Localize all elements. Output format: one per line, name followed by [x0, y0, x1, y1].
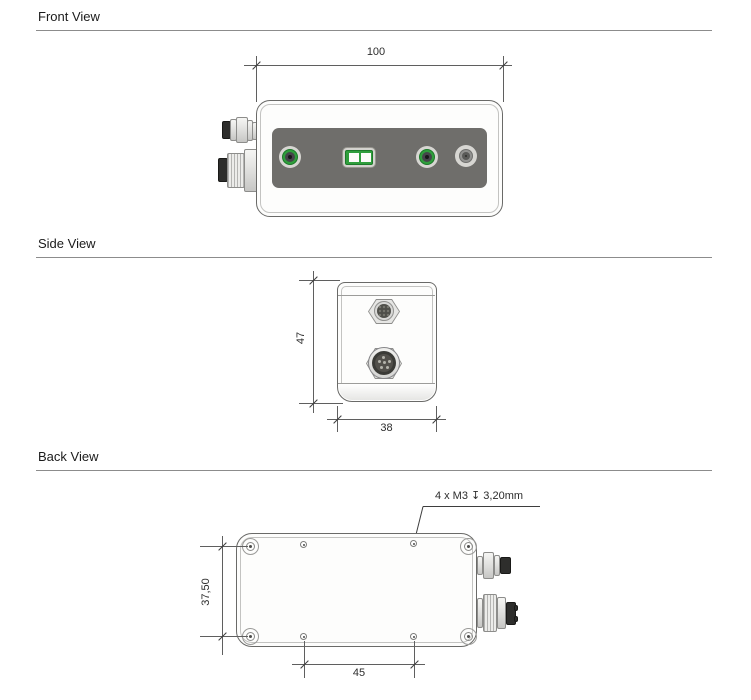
extension-line — [304, 641, 305, 678]
side-view-heading: Side View — [38, 236, 96, 251]
lens-pupil — [288, 155, 292, 159]
m12-threads — [227, 153, 245, 188]
extension-line — [200, 636, 248, 637]
dimension-line — [313, 271, 314, 413]
side-height-label: 47 — [295, 331, 307, 345]
front-width-label: 100 — [366, 46, 386, 58]
leader-shelf — [423, 506, 540, 507]
m12-collar — [497, 597, 506, 629]
m12-pin — [386, 366, 389, 369]
m8-neck — [494, 555, 500, 576]
m8-base — [477, 556, 483, 575]
extension-line — [503, 56, 504, 102]
thread-annotation-label: 4 x M3 ↧ 3,20mm — [434, 490, 524, 502]
screw-head — [464, 632, 473, 641]
side-view-rule — [36, 257, 712, 258]
housing-inner-outline — [260, 104, 499, 213]
device-housing-back — [236, 533, 477, 647]
m12-center-pin — [383, 361, 386, 364]
m12-threads — [483, 594, 497, 632]
m12-base — [477, 598, 483, 628]
m12-lug — [514, 616, 518, 622]
m12-pin — [378, 360, 381, 363]
screw-center — [249, 635, 252, 638]
led-window-1 — [349, 153, 359, 162]
lens-pupil — [425, 155, 429, 159]
screw-head — [464, 542, 473, 551]
extension-line — [414, 641, 415, 678]
screw-center — [467, 635, 470, 638]
led-window-2 — [361, 153, 371, 162]
m12-pin — [388, 360, 391, 363]
back-view-rule — [36, 470, 712, 471]
back-vertical-label: 37,50 — [200, 578, 212, 606]
dimension-line — [327, 419, 446, 420]
housing-bottom-shade — [339, 384, 435, 400]
back-horizontal-label: 45 — [352, 667, 366, 679]
housing-inner-outline — [240, 537, 473, 643]
screw-center — [249, 545, 252, 548]
screw-center — [467, 545, 470, 548]
screw-boss — [460, 538, 477, 555]
hole-center — [303, 636, 305, 638]
back-view-heading: Back View — [38, 449, 99, 464]
dimension-line — [292, 664, 425, 665]
m12-cap — [506, 602, 516, 625]
hole-center — [413, 543, 415, 545]
housing-seam-bottom — [338, 383, 435, 384]
front-view-heading: Front View — [38, 9, 100, 24]
front-view-rule — [36, 30, 712, 31]
extension-line — [200, 546, 248, 547]
housing-seam-top — [338, 295, 435, 296]
m8-cap — [500, 557, 511, 574]
m12-pin — [382, 356, 385, 359]
extension-line — [256, 56, 257, 102]
hole-center — [303, 544, 305, 546]
screw-boss — [460, 628, 477, 645]
dimension-line — [244, 65, 512, 66]
m8-hex-nut — [483, 552, 494, 579]
port-dot — [465, 155, 467, 157]
m12-pin — [380, 366, 383, 369]
m8-face — [377, 304, 391, 318]
side-depth-label: 38 — [380, 422, 393, 434]
m12-lug — [514, 605, 518, 611]
hole-center — [413, 636, 415, 638]
extension-line — [299, 280, 340, 281]
front-sensor-panel — [272, 128, 487, 188]
dimension-line — [222, 536, 223, 655]
extension-line — [299, 403, 343, 404]
